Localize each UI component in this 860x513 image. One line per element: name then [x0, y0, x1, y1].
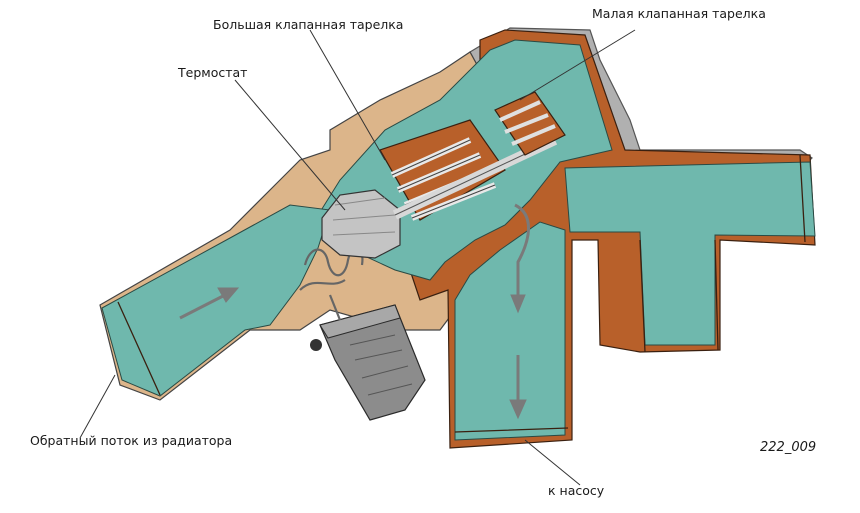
label-small-valve-plate: Малая клапанная тарелка [592, 6, 766, 21]
flow-arrows [179, 203, 530, 420]
electrical-connector [310, 304, 426, 421]
label-thermostat: Термостат [178, 65, 248, 80]
small-valve-plate [494, 91, 566, 156]
coolant-pump-outlet [454, 221, 566, 441]
big-valve-spring [379, 119, 506, 221]
figure-code: 222_009 [760, 440, 817, 455]
label-return-flow: Обратный поток из радиатора [30, 433, 233, 448]
coolant-right-outlet [564, 161, 816, 346]
label-to-pump: к насосу [548, 483, 605, 498]
leader-lines [79, 29, 636, 486]
label-big-valve-plate: Большая клапанная тарелка [213, 17, 404, 32]
flange-lines [117, 154, 806, 433]
thermostat-wax-element [321, 189, 401, 259]
